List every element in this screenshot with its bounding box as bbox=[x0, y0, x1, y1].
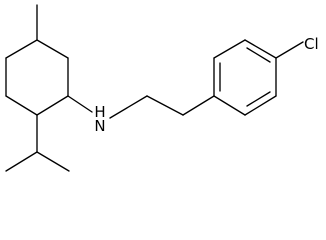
aromatic-bond bbox=[213, 95, 246, 116]
ch2-ch2-bond bbox=[146, 95, 184, 116]
ring-bond bbox=[5, 95, 38, 116]
ring-bond bbox=[5, 39, 38, 59]
cyclohexane-ring bbox=[5, 39, 69, 116]
benzene-ring bbox=[213, 39, 277, 116]
nitrogen-atom-label: H N bbox=[94, 103, 105, 135]
isopropyl-methyl-right-bond bbox=[36, 151, 70, 172]
ch2-aryl-bond bbox=[182, 95, 215, 116]
ring-bond bbox=[36, 95, 69, 116]
aromatic-bond bbox=[244, 39, 277, 59]
c-cl-bond bbox=[275, 41, 304, 59]
isopropyl-methyl-left-bond bbox=[5, 151, 38, 172]
aromatic-bond bbox=[213, 39, 246, 59]
aromatic-double-bond bbox=[246, 47, 271, 63]
isopropyl-group bbox=[5, 114, 70, 172]
chlorine-label: Cl bbox=[304, 35, 319, 53]
aromatic-double-bond bbox=[246, 91, 271, 107]
aromatic-bond bbox=[244, 95, 277, 116]
ethyl-linker bbox=[109, 95, 215, 119]
nitrogen-n-label: N bbox=[94, 117, 105, 135]
ring-bond bbox=[36, 39, 69, 59]
nitrogen-h-label: H bbox=[94, 103, 105, 121]
n-ch2-bond bbox=[109, 95, 148, 119]
chemical-structure-diagram: H N Cl bbox=[5, 4, 319, 172]
c-n-bond bbox=[67, 95, 93, 113]
